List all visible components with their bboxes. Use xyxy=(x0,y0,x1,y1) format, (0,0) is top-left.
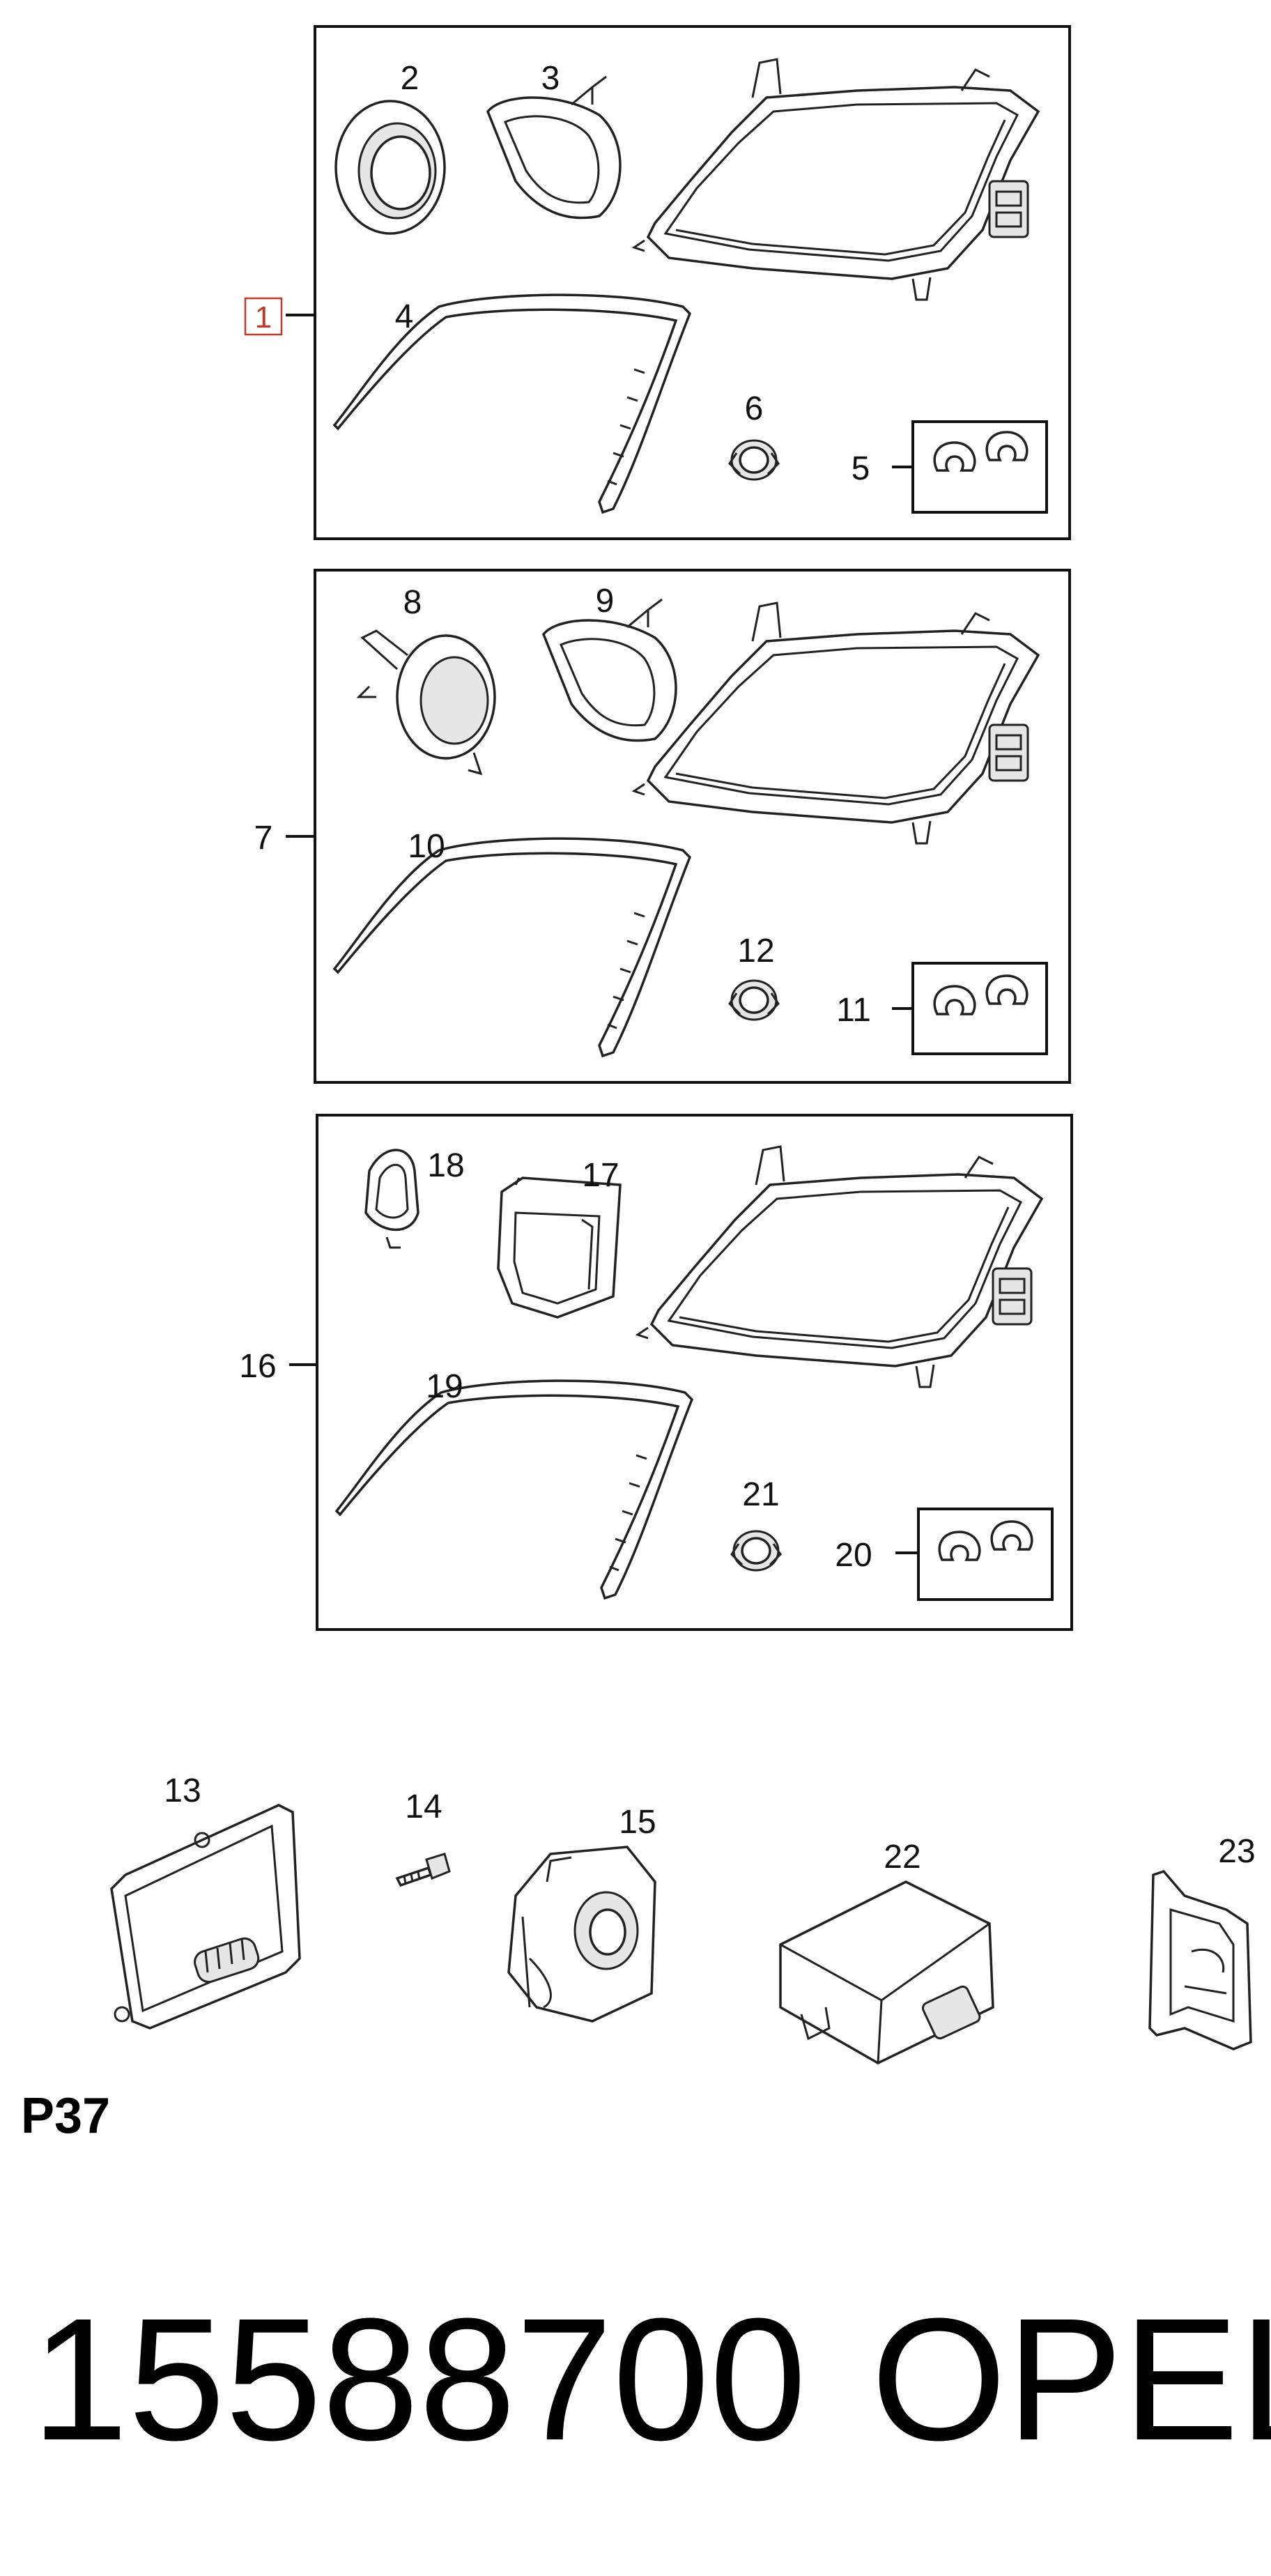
part-6-adjuster xyxy=(728,439,780,481)
part-7-headlamp xyxy=(633,601,1040,845)
callout-22: 22 xyxy=(884,1839,920,1876)
callout-8: 8 xyxy=(403,584,422,621)
part-14-screw xyxy=(395,1853,451,1887)
callout-18: 18 xyxy=(427,1147,464,1184)
part-2-ring xyxy=(334,100,446,235)
callout-21: 21 xyxy=(742,1476,779,1513)
callout-19: 19 xyxy=(426,1368,463,1405)
callout-11: 11 xyxy=(836,992,871,1029)
part-11-caps xyxy=(933,974,1029,1015)
assembly-box-3: 16 18 17 19 21 20 xyxy=(239,1114,1073,1631)
part-22-control-unit xyxy=(779,1880,994,2064)
part-19-seal xyxy=(335,1379,693,1600)
callout-17: 17 xyxy=(582,1157,619,1194)
callout-23: 23 xyxy=(1218,1833,1255,1870)
callout-16: 16 xyxy=(239,1348,276,1385)
part-12-adjuster xyxy=(728,979,780,1021)
callout-3: 3 xyxy=(541,60,560,97)
callout-12: 12 xyxy=(737,933,774,969)
part-3-bezel xyxy=(486,75,622,220)
assembly-box-1: 1 2 3 4 6 5 xyxy=(244,25,1071,540)
part-17-frame xyxy=(497,1176,622,1319)
callout-9: 9 xyxy=(596,583,615,620)
part-10-seal xyxy=(333,837,691,1057)
callout-15: 15 xyxy=(619,1804,656,1841)
callout-13: 13 xyxy=(164,1772,201,1809)
part-16-headlamp xyxy=(636,1145,1043,1388)
callout-20: 20 xyxy=(835,1537,872,1574)
part-5-caps xyxy=(933,431,1029,472)
callout-14: 14 xyxy=(405,1788,442,1825)
callout-1[interactable]: 1 xyxy=(255,300,272,335)
callout-7: 7 xyxy=(254,820,273,857)
callout-5: 5 xyxy=(852,450,870,487)
part-23-bracket xyxy=(1148,1869,1252,2050)
page-code: P37 xyxy=(21,2088,110,2144)
part-4-seal xyxy=(333,293,691,514)
part-8-ring-bracket xyxy=(356,629,496,776)
part-number: 15588700 xyxy=(31,2282,806,2476)
part-9-bezel xyxy=(541,598,677,742)
part-18-gasket xyxy=(364,1149,419,1249)
callout-10: 10 xyxy=(408,828,445,865)
assembly-box-2: 7 8 9 10 12 11 xyxy=(254,569,1071,1084)
part-21-adjuster xyxy=(730,1530,782,1572)
callout-2: 2 xyxy=(401,60,419,97)
brand-name: OPEL xyxy=(871,2282,1271,2476)
part-13-ballast xyxy=(110,1804,301,2030)
callout-4: 4 xyxy=(395,298,414,335)
callout-6: 6 xyxy=(745,390,764,427)
part-1-headlamp xyxy=(633,58,1040,301)
part-20-caps xyxy=(938,1520,1033,1561)
part-15-socket xyxy=(507,1846,656,2023)
